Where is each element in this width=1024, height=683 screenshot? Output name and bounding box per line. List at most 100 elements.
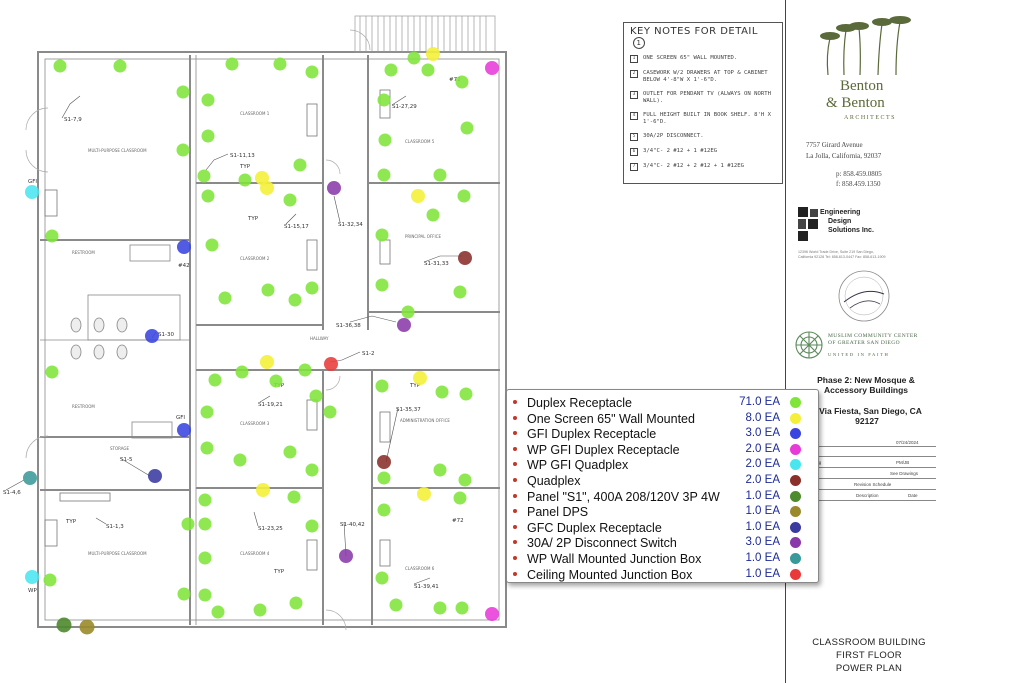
legend-quantity: 1.0 EA (745, 505, 780, 518)
circuit-callout: S1-27,29 (392, 104, 417, 110)
gfi-duplex-receptacle-symbol (177, 240, 191, 254)
bullet-icon (513, 555, 517, 560)
bullet-icon (513, 462, 517, 467)
legend-label: WP Wall Mounted Junction Box (527, 551, 702, 566)
duplex-receptacle-symbol (433, 463, 447, 477)
circuit-callout: TYP (65, 519, 77, 525)
circuit-callout: GFI (28, 179, 37, 185)
revision-schedule-title: Revision Schedule (854, 482, 892, 487)
duplex-receptacle-symbol (457, 189, 471, 203)
duplex-receptacle-symbol (43, 573, 57, 587)
sheet-title-line: CLASSROOM BUILDING (812, 637, 926, 648)
duplex-receptacle-symbol (176, 85, 190, 99)
title-block: Benton & Benton ARCHITECTS 7757 Girard A… (785, 0, 1024, 683)
title-block-divider (808, 478, 936, 479)
key-note-number: 4 (630, 112, 638, 120)
door-swings (25, 29, 371, 631)
duplex-receptacle-symbol (181, 517, 195, 531)
title-block-divider (808, 500, 936, 501)
color-swatch-icon (790, 552, 801, 564)
wp-gfi-duplex-receptacle-symbol (485, 607, 499, 621)
duplex-receptacle-symbol (377, 93, 391, 107)
duplex-receptacle-symbol (305, 519, 319, 533)
disconnect-switch-symbol (339, 549, 353, 563)
legend-quantity: 8.0 EA (745, 411, 780, 424)
duplex-receptacle-symbol (426, 208, 440, 222)
gfi-duplex-receptacle-symbol (145, 329, 159, 343)
quadplex-symbol (458, 251, 472, 265)
duplex-receptacle-symbol (401, 305, 415, 319)
sheet-title: CLASSROOM BUILDING FIRST FLOOR POWER PLA… (794, 636, 944, 675)
project-phase: Phase 2: New Mosque & Accessory Building… (817, 375, 915, 395)
legend-item[interactable]: Panel DPS 1.0 EA (507, 504, 818, 520)
stair (354, 15, 496, 53)
wall-mounted-screen-symbol (413, 371, 427, 385)
duplex-receptacle-symbol (378, 133, 392, 147)
client-tagline: UNITED IN FAITH (828, 352, 890, 357)
architect-firm-subtitle: ARCHITECTS (844, 115, 897, 121)
duplex-receptacle-symbol (45, 229, 59, 243)
key-note-text: 3/4"C- 2 #12 + 2 #12 + 1 #12EG (643, 163, 745, 169)
duplex-receptacle-symbol (198, 517, 212, 531)
duplex-receptacle-symbol (288, 293, 302, 307)
duplex-receptacle-symbol (233, 453, 247, 467)
engineer-name-line: Engineering (820, 209, 861, 216)
room-label: CLASSROOM 6 (405, 566, 435, 571)
wp-gfi-quadplex-symbol (25, 185, 39, 199)
legend-label: Duplex Receptacle (527, 396, 632, 410)
bullet-icon (513, 446, 517, 451)
gfc-duplex-receptacle-symbol (148, 469, 162, 483)
room-label: RESTROOM (72, 404, 95, 409)
room-label: CLASSROOM 4 (240, 551, 270, 556)
title-block-divider (808, 456, 936, 457)
legend-label: Ceiling Mounted Junction Box (527, 567, 693, 582)
sheet-title-line: POWER PLAN (835, 663, 903, 674)
legend-label: Panel DPS (527, 505, 589, 520)
legend-quantity: 2.0 EA (745, 458, 780, 471)
duplex-receptacle-symbol (273, 57, 287, 71)
legend-label: Quadplex (527, 473, 581, 488)
wall-mounted-screen-symbol (260, 355, 274, 369)
duplex-receptacle-symbol (377, 168, 391, 182)
circuit-callout: TYP (247, 216, 259, 222)
architect-phone: p: 858.459.0805 (836, 170, 882, 178)
building-walls (37, 51, 507, 628)
panel-s1-symbol (56, 617, 72, 633)
title-block-divider (808, 467, 936, 468)
ceiling-junction-box-symbol (324, 357, 338, 371)
client-name: OF GREATER SAN DIEGO (828, 340, 901, 346)
duplex-receptacle-symbol (323, 405, 337, 419)
duplex-receptacle-symbol (433, 168, 447, 182)
revision-col-description: Description (856, 493, 879, 498)
key-note-number: 1 (630, 55, 638, 63)
duplex-receptacle-symbol (407, 51, 421, 65)
key-note-text: ONE SCREEN 65" WALL MOUNTED. (643, 55, 738, 61)
floor-plan: MULTI-PURPOSE CLASSROOM CLASSROOM 1 CLAS… (3, 15, 507, 635)
duplex-receptacle-symbol (176, 143, 190, 157)
circuit-callouts: S1-7,9 S1-11,13 S1-15,17 S1-32,34 S1-27,… (3, 77, 464, 594)
wall-mounted-screen-symbol (256, 483, 270, 497)
key-notes-detail-number: 1 (633, 37, 645, 49)
circuit-callout: #72 (449, 77, 461, 83)
color-swatch-icon (790, 443, 801, 455)
bullet-icon (513, 509, 517, 514)
circuit-callout: S1-7,9 (64, 117, 82, 123)
duplex-receptacle-symbol (455, 75, 469, 89)
duplex-receptacle-symbol (45, 365, 59, 379)
circuit-callout: TYP (273, 569, 285, 575)
